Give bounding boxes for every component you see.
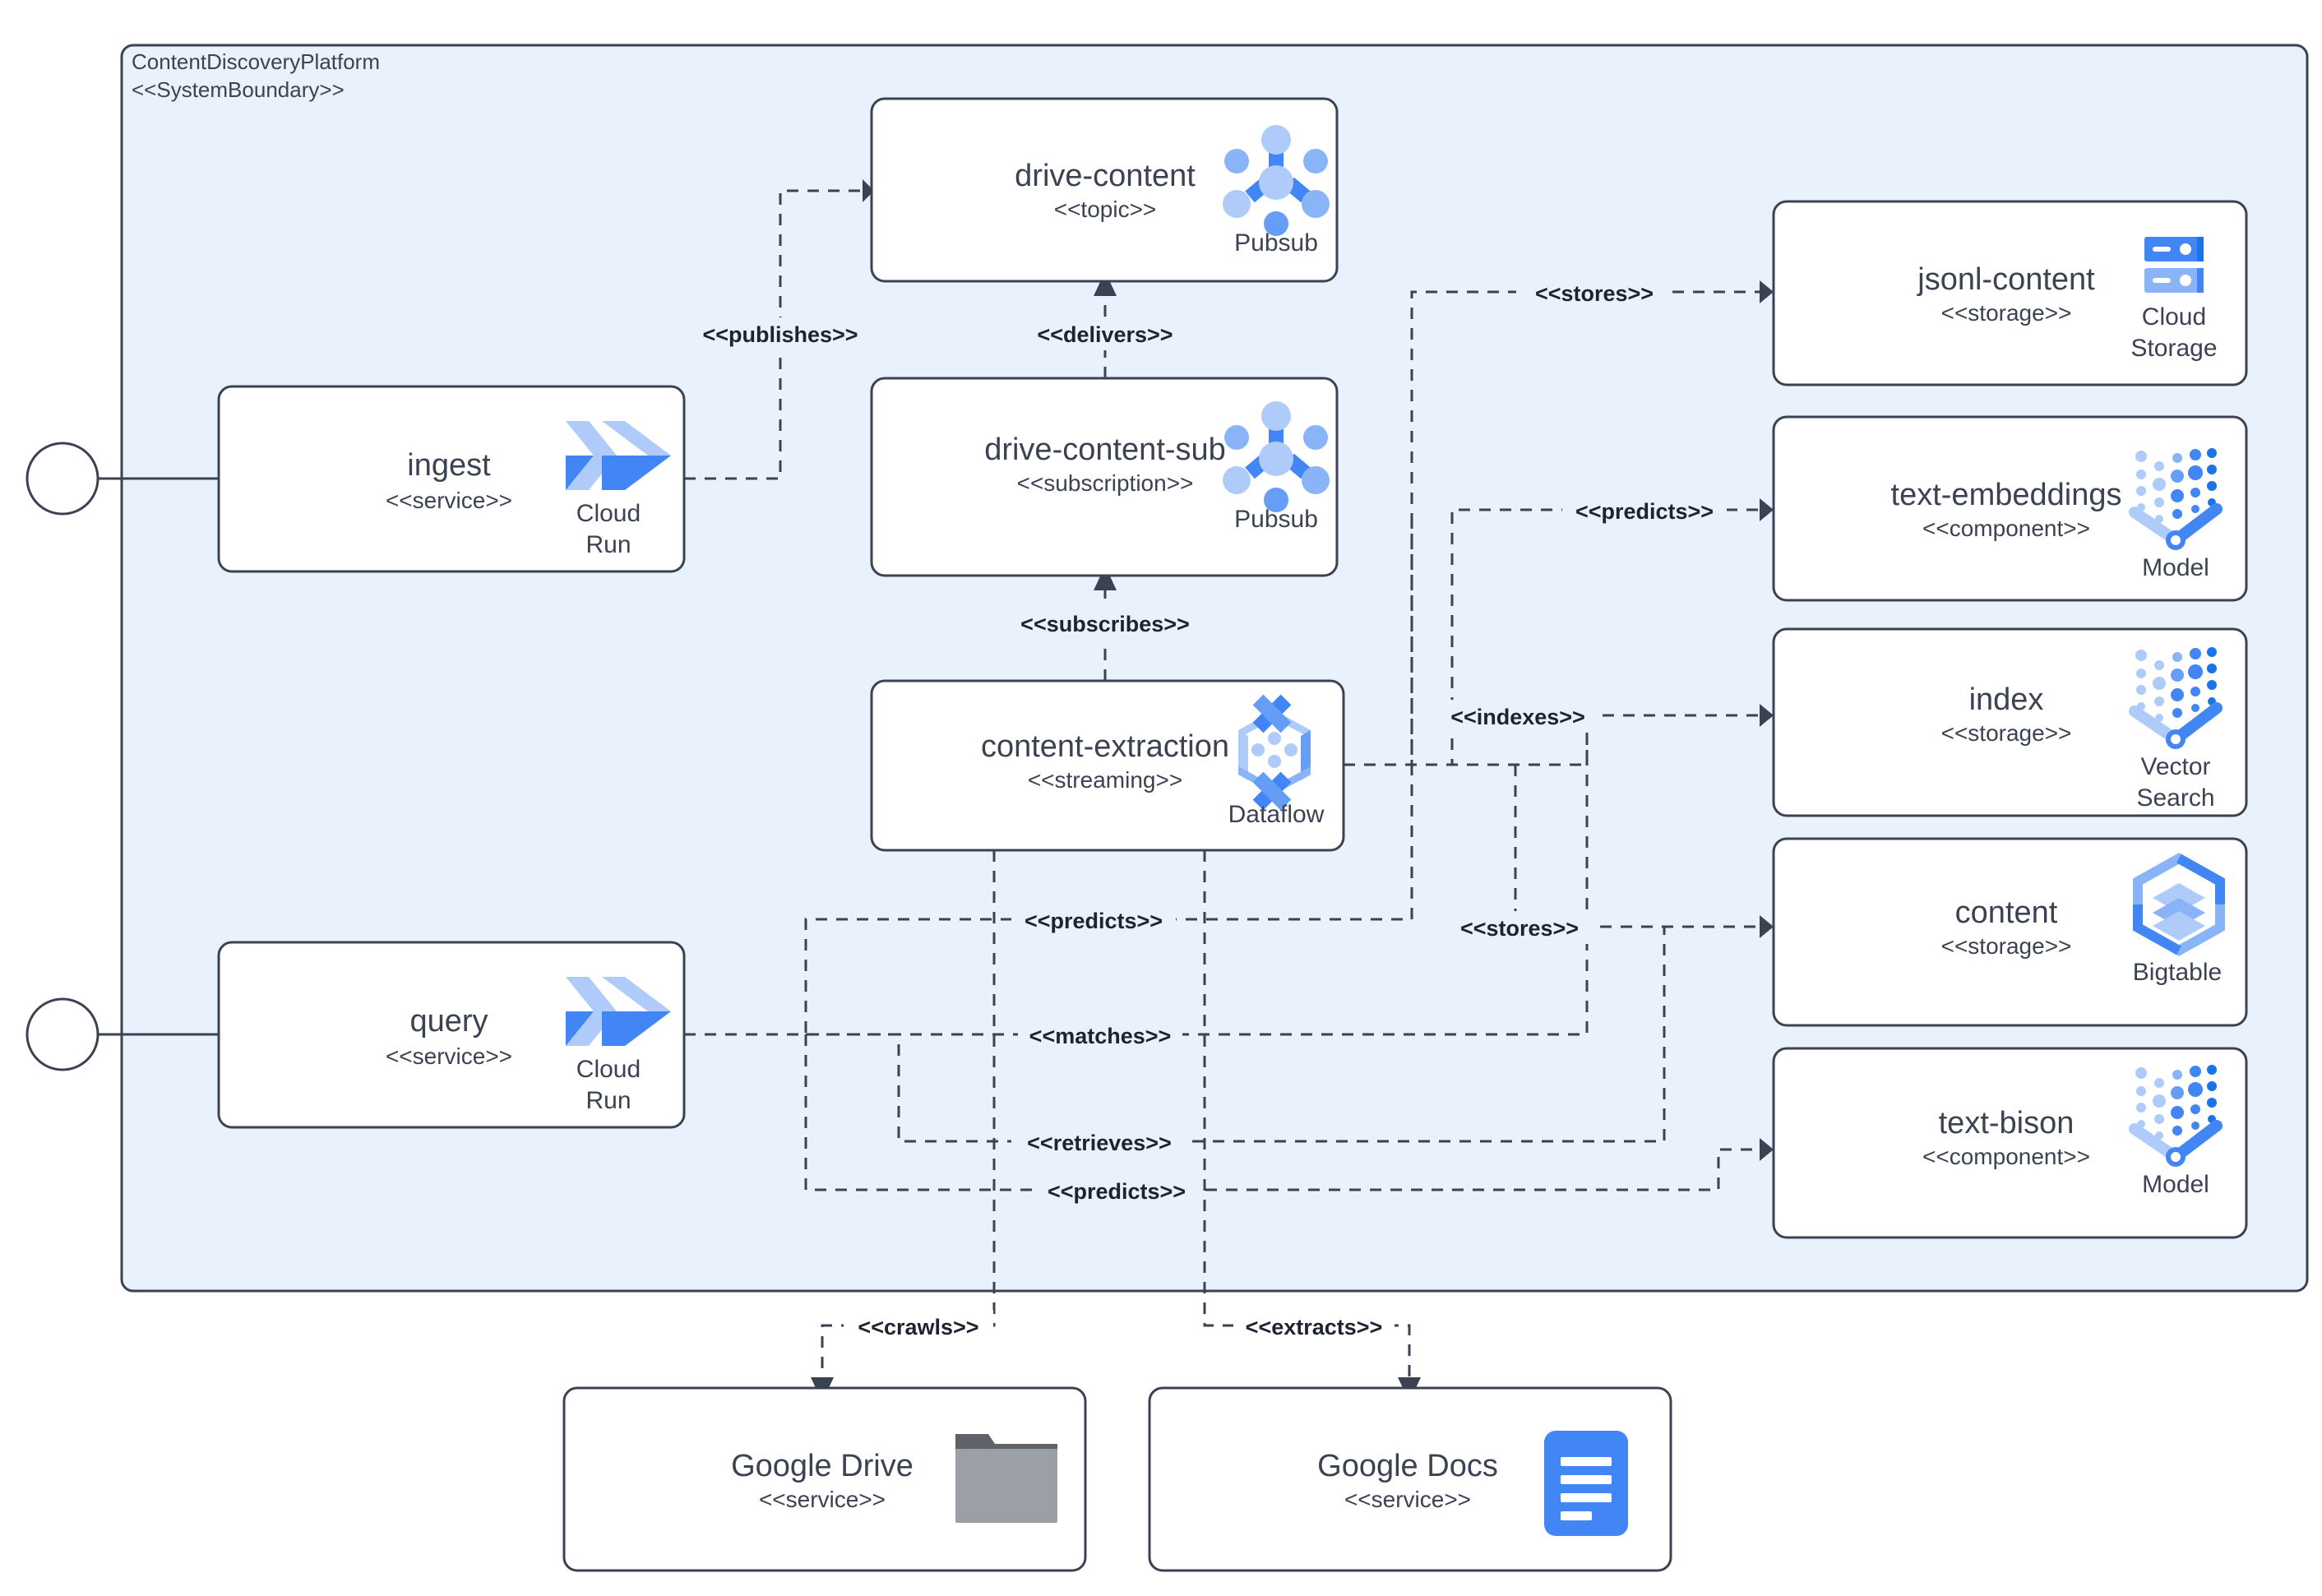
actor-query[interactable]: [25, 997, 99, 1071]
model-caption: Model: [2142, 554, 2209, 581]
edge-label-predicts-emb: <<predicts>>: [1562, 494, 1727, 527]
pubsub-caption: Pubsub: [1234, 506, 1318, 533]
node-text-embeddings[interactable]: text-embeddings <<component>> Model: [1772, 415, 2248, 602]
svg-text:Google Drive: Google Drive: [731, 1449, 914, 1483]
edge-label-delivers: <<delivers>>: [1023, 317, 1187, 350]
svg-text:<<indexes>>: <<indexes>>: [1450, 705, 1585, 729]
pubsub-icon: [1223, 401, 1330, 512]
cloud-run-caption-line1: Cloud: [576, 500, 641, 527]
svg-text:<<retrieves>>: <<retrieves>>: [1027, 1131, 1172, 1155]
folder-icon: [955, 1434, 1057, 1523]
edge-label-indexes: <<indexes>>: [1437, 700, 1598, 733]
svg-text:<<component>>: <<component>>: [1922, 1144, 2090, 1169]
svg-text:<<storage>>: <<storage>>: [1941, 933, 2072, 959]
edge-matches: [684, 715, 1589, 1036]
vector-search-icon: [2129, 647, 2223, 749]
edge-label-publishes: <<publishes>>: [689, 317, 872, 350]
svg-text:<<predicts>>: <<predicts>>: [1025, 909, 1163, 933]
svg-text:<<service>>: <<service>>: [386, 488, 512, 513]
node-ingest[interactable]: ingest <<service>> Cloud Run: [217, 385, 686, 573]
model-icon: [2129, 448, 2223, 550]
edge-stores-bigtable: [1514, 765, 1774, 938]
edge-label-subscribes: <<subscribes>>: [1015, 607, 1196, 640]
svg-text:<<delivers>>: <<delivers>>: [1037, 322, 1173, 347]
edge-label-predicts-bison: <<predicts>>: [1034, 1174, 1199, 1207]
edge-stores-cloud-storage: [1344, 280, 1774, 766]
svg-text:text-embeddings: text-embeddings: [1891, 478, 2122, 512]
svg-text:<<service>>: <<service>>: [1344, 1487, 1471, 1512]
bigtable-icon: [2133, 853, 2225, 956]
model-caption: Model: [2142, 1171, 2209, 1198]
dataflow-caption: Dataflow: [1228, 801, 1325, 828]
svg-text:<<publishes>>: <<publishes>>: [702, 322, 858, 347]
edge-label-stores-gcs: <<stores>>: [1516, 276, 1672, 309]
bigtable-caption: Bigtable: [2133, 959, 2222, 986]
edge-predicts-text-bison: [804, 1034, 1774, 1191]
pubsub-icon: [1223, 125, 1330, 236]
edge-label-retrieves: <<retrieves>>: [1011, 1126, 1187, 1159]
model-icon: [2129, 1065, 2223, 1167]
node-drive-content-sub[interactable]: drive-content-sub <<subscription>> Pubsu…: [870, 377, 1339, 577]
edge-label-matches: <<matches>>: [1018, 1019, 1182, 1052]
edge-publishes: [684, 179, 874, 480]
svg-text:content: content: [1955, 895, 2058, 930]
pubsub-caption: Pubsub: [1234, 229, 1318, 257]
svg-text:<<matches>>: <<matches>>: [1029, 1024, 1172, 1048]
svg-text:<<subscribes>>: <<subscribes>>: [1020, 612, 1190, 636]
actor-ingest[interactable]: [25, 442, 99, 516]
edge-label-stores-bt: <<stores>>: [1445, 911, 1593, 944]
node-query[interactable]: query <<service>> Cloud Run: [217, 941, 686, 1129]
node-jsonl-content[interactable]: jsonl-content <<storage>> Cloud Storage: [1772, 200, 2248, 386]
edge-label-predicts-query: <<predicts>>: [1011, 904, 1176, 937]
boundary-stereotype: <<SystemBoundary>>: [132, 77, 345, 102]
svg-text:jsonl-content: jsonl-content: [1917, 262, 2095, 297]
svg-text:<<streaming>>: <<streaming>>: [1028, 767, 1182, 793]
cloud-run-caption-line2: Run: [585, 531, 631, 558]
svg-text:drive-content-sub: drive-content-sub: [984, 433, 1226, 467]
svg-text:drive-content: drive-content: [1015, 159, 1196, 193]
node-content-extraction[interactable]: content-extraction <<streaming>> Dataflo…: [870, 679, 1345, 852]
node-drive-content[interactable]: drive-content <<topic>> Pubsub: [870, 97, 1339, 283]
edge-label-extracts: <<extracts>>: [1233, 1310, 1395, 1343]
cloud-run-icon: [566, 977, 671, 1046]
svg-text:index: index: [1969, 682, 2044, 717]
svg-text:<<service>>: <<service>>: [759, 1487, 886, 1512]
dataflow-icon: [1238, 694, 1311, 811]
svg-text:text-bison: text-bison: [1939, 1106, 2075, 1140]
svg-text:<<topic>>: <<topic>>: [1054, 197, 1157, 222]
svg-text:<<predicts>>: <<predicts>>: [1575, 499, 1714, 524]
svg-text:<<crawls>>: <<crawls>>: [858, 1315, 978, 1339]
cloud-storage-caption-line2: Storage: [2130, 335, 2217, 362]
svg-text:query: query: [409, 1004, 488, 1039]
svg-text:<<storage>>: <<storage>>: [1941, 720, 2072, 746]
svg-text:<<component>>: <<component>>: [1922, 516, 2090, 541]
edge-retrieves: [806, 927, 1666, 1143]
svg-text:ingest: ingest: [407, 448, 491, 483]
cloud-run-caption-line1: Cloud: [576, 1056, 641, 1083]
svg-text:<<extracts>>: <<extracts>>: [1246, 1315, 1383, 1339]
node-google-docs[interactable]: Google Docs <<service>>: [1148, 1386, 1672, 1572]
vector-search-caption-line2: Search: [2136, 784, 2214, 812]
svg-text:content-extraction: content-extraction: [981, 729, 1229, 764]
cloud-run-caption-line2: Run: [585, 1087, 631, 1114]
svg-text:<<subscription>>: <<subscription>>: [1017, 470, 1194, 496]
edge-label-crawls: <<crawls>>: [844, 1310, 993, 1343]
node-index[interactable]: index <<storage>> Vector Search: [1772, 627, 2248, 817]
svg-text:<<predicts>>: <<predicts>>: [1048, 1179, 1186, 1204]
cloud-storage-caption-line1: Cloud: [2142, 303, 2206, 331]
svg-text:<<stores>>: <<stores>>: [1535, 281, 1654, 306]
node-google-drive[interactable]: Google Drive <<service>>: [562, 1386, 1087, 1572]
cloud-storage-icon: [2144, 237, 2204, 293]
node-text-bison[interactable]: text-bison <<component>> Model: [1772, 1047, 2248, 1239]
svg-text:<<stores>>: <<stores>>: [1460, 916, 1579, 941]
svg-text:Google Docs: Google Docs: [1317, 1449, 1498, 1483]
vector-search-caption-line1: Vector: [2140, 753, 2210, 780]
edge-predicts-query-embeddings: [684, 510, 1413, 1036]
cloud-run-icon: [566, 421, 671, 490]
svg-text:<<service>>: <<service>>: [386, 1043, 512, 1069]
google-docs-icon: [1544, 1431, 1628, 1536]
svg-text:<<storage>>: <<storage>>: [1941, 300, 2072, 326]
boundary-name: ContentDiscoveryPlatform: [132, 49, 380, 74]
node-content[interactable]: content <<storage>> Bigtable: [1772, 837, 2248, 1027]
